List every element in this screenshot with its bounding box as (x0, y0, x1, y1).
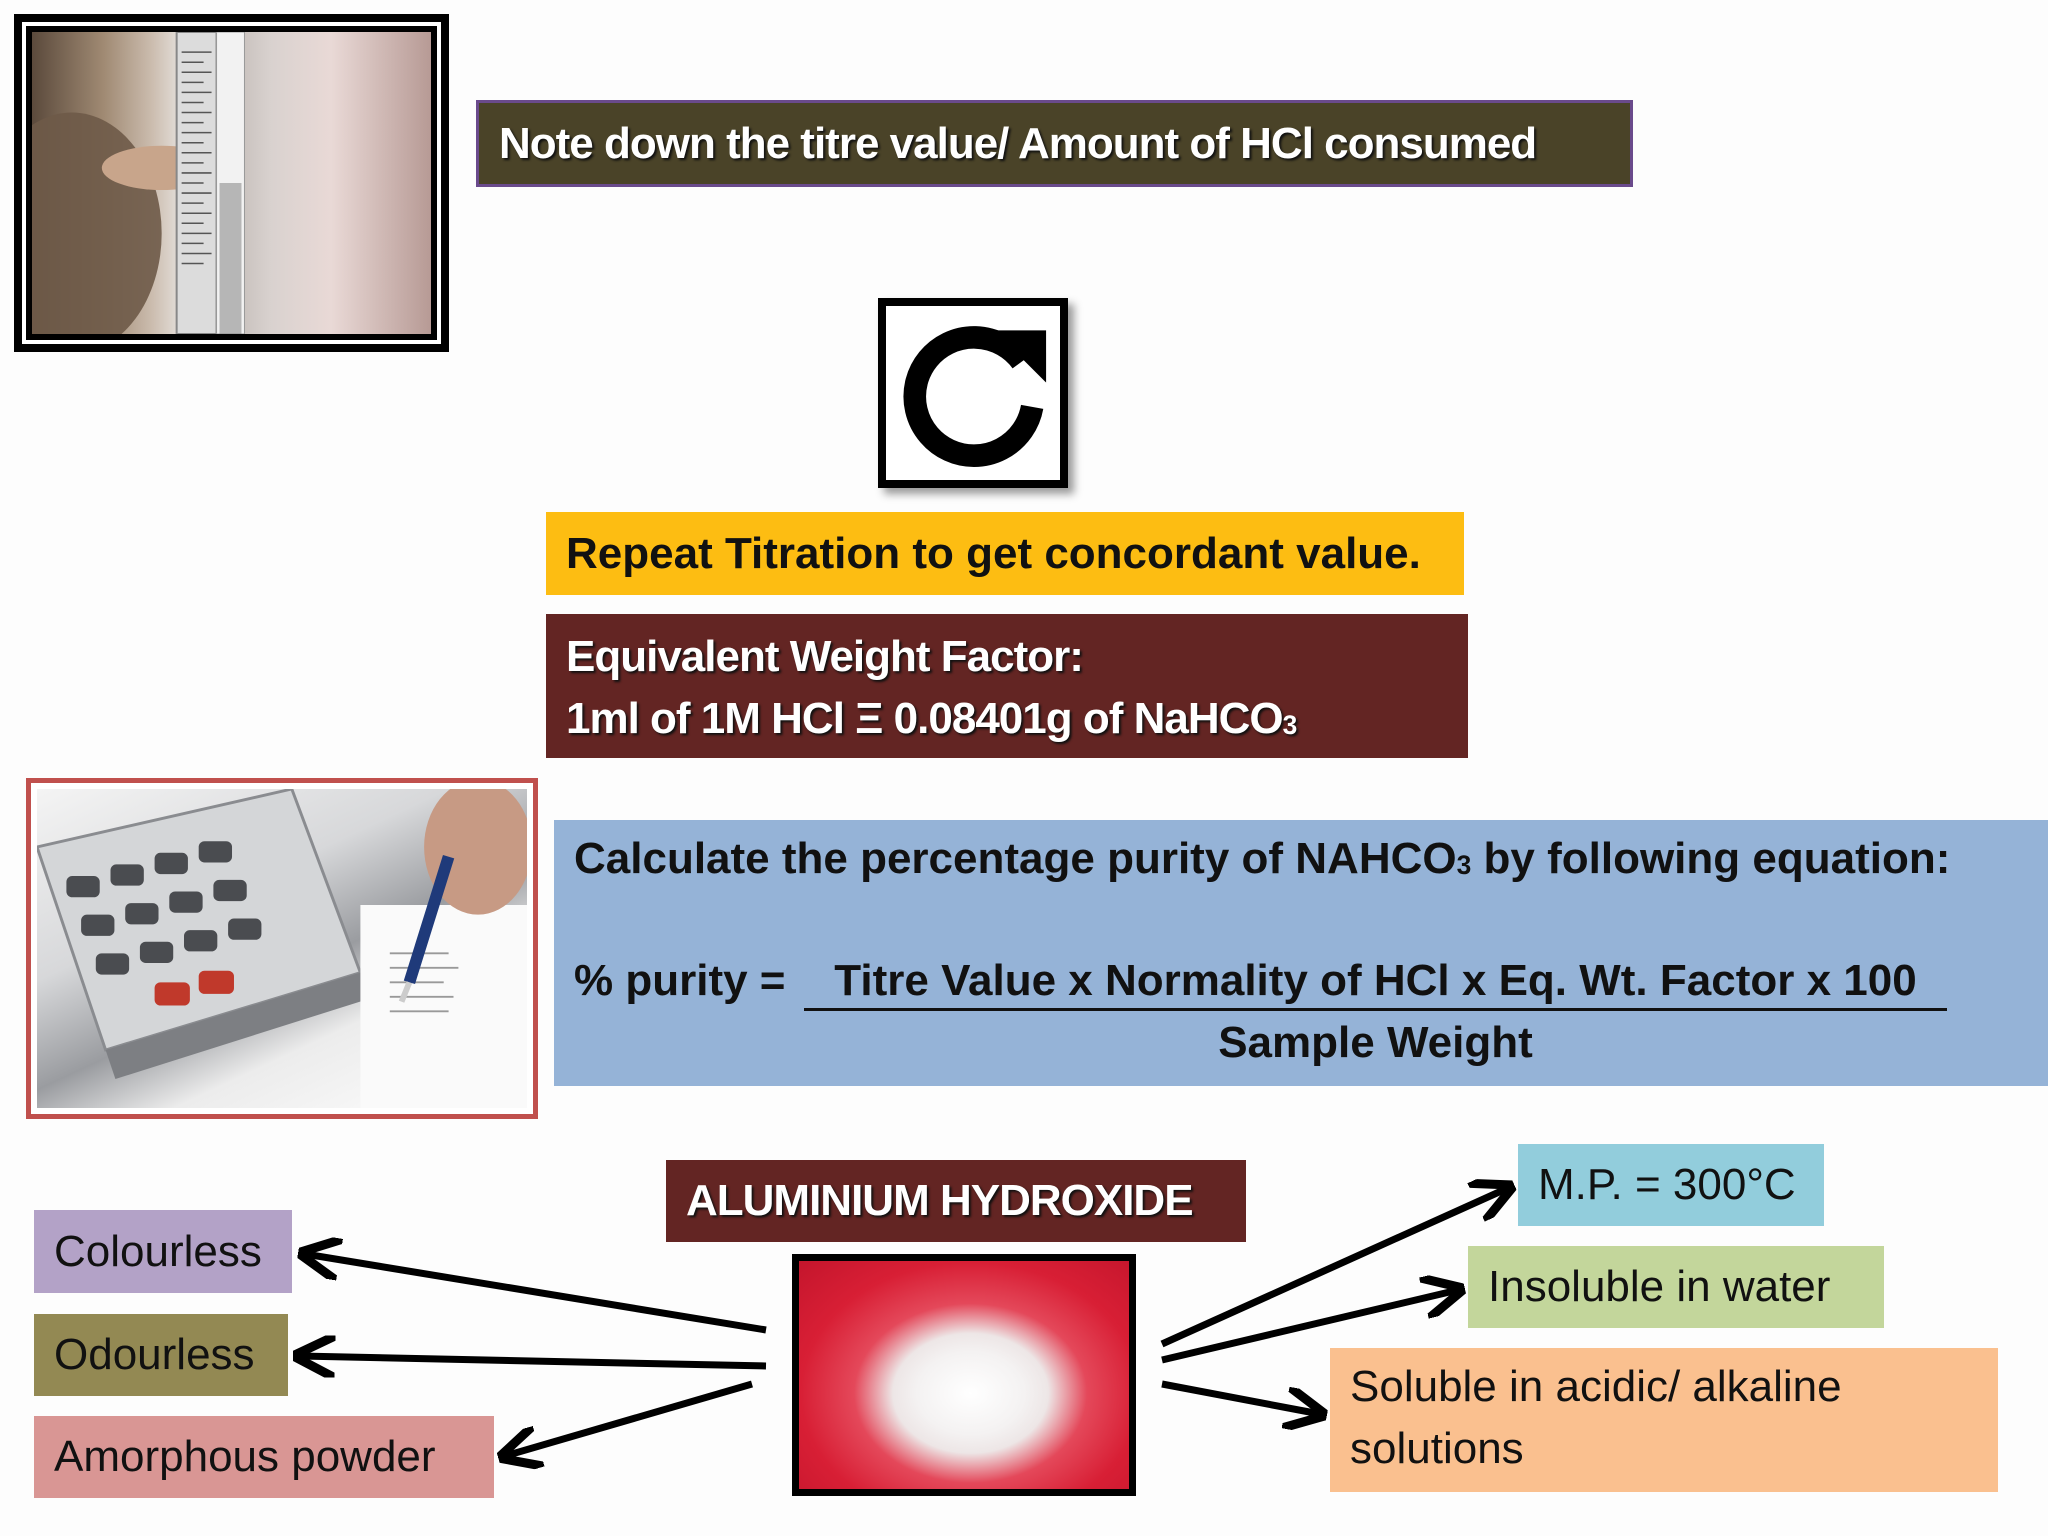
refresh-icon (878, 298, 1068, 488)
equivalent-weight-formula: 1ml of 1M HCl Ξ 0.08401g of NaHCO3 (566, 694, 1297, 743)
soluble-line-1: Soluble in acidic/ alkaline (1350, 1362, 1842, 1411)
property-insoluble-in-water: Insoluble in water (1468, 1246, 1884, 1328)
calculator-photo (26, 778, 538, 1119)
arrow-icon (1161, 1380, 1320, 1414)
titre-instruction-banner: Note down the titre value/ Amount of HCl… (476, 100, 1633, 187)
powder-photo (792, 1254, 1136, 1496)
arrow-icon (300, 1356, 767, 1366)
burette-image (32, 32, 431, 334)
arrow-icon (305, 1254, 767, 1334)
calculator-image (37, 789, 527, 1108)
property-soluble-acidic-alkaline: Soluble in acidic/ alkaline solutions (1330, 1348, 1998, 1492)
purity-instruction: Calculate the percentage purity of NAHCO… (574, 834, 1951, 883)
soluble-line-2: solutions (1350, 1424, 1524, 1473)
powder-image (799, 1261, 1129, 1489)
repeat-titration-note: Repeat Titration to get concordant value… (546, 512, 1464, 595)
purity-equation-numerator: Titre Value x Normality of HCl x Eq. Wt.… (804, 956, 1947, 1011)
property-colourless: Colourless (34, 1210, 292, 1293)
purity-equation-denominator: Sample Weight (1218, 1018, 1533, 1067)
property-melting-point: M.P. = 300°C (1518, 1144, 1824, 1226)
burette-photo (14, 14, 449, 352)
property-amorphous-powder: Amorphous powder (34, 1416, 494, 1498)
purity-equation-label: % purity = (574, 956, 786, 1005)
equivalent-weight-heading: Equivalent Weight Factor: (566, 632, 1084, 681)
property-odourless: Odourless (34, 1314, 288, 1396)
arrow-icon (505, 1380, 753, 1456)
aluminium-hydroxide-title: ALUMINIUM HYDROXIDE (666, 1160, 1246, 1242)
equivalent-weight-box: Equivalent Weight Factor: 1ml of 1M HCl … (546, 614, 1468, 758)
percentage-purity-box: Calculate the percentage purity of NAHCO… (554, 820, 2048, 1086)
